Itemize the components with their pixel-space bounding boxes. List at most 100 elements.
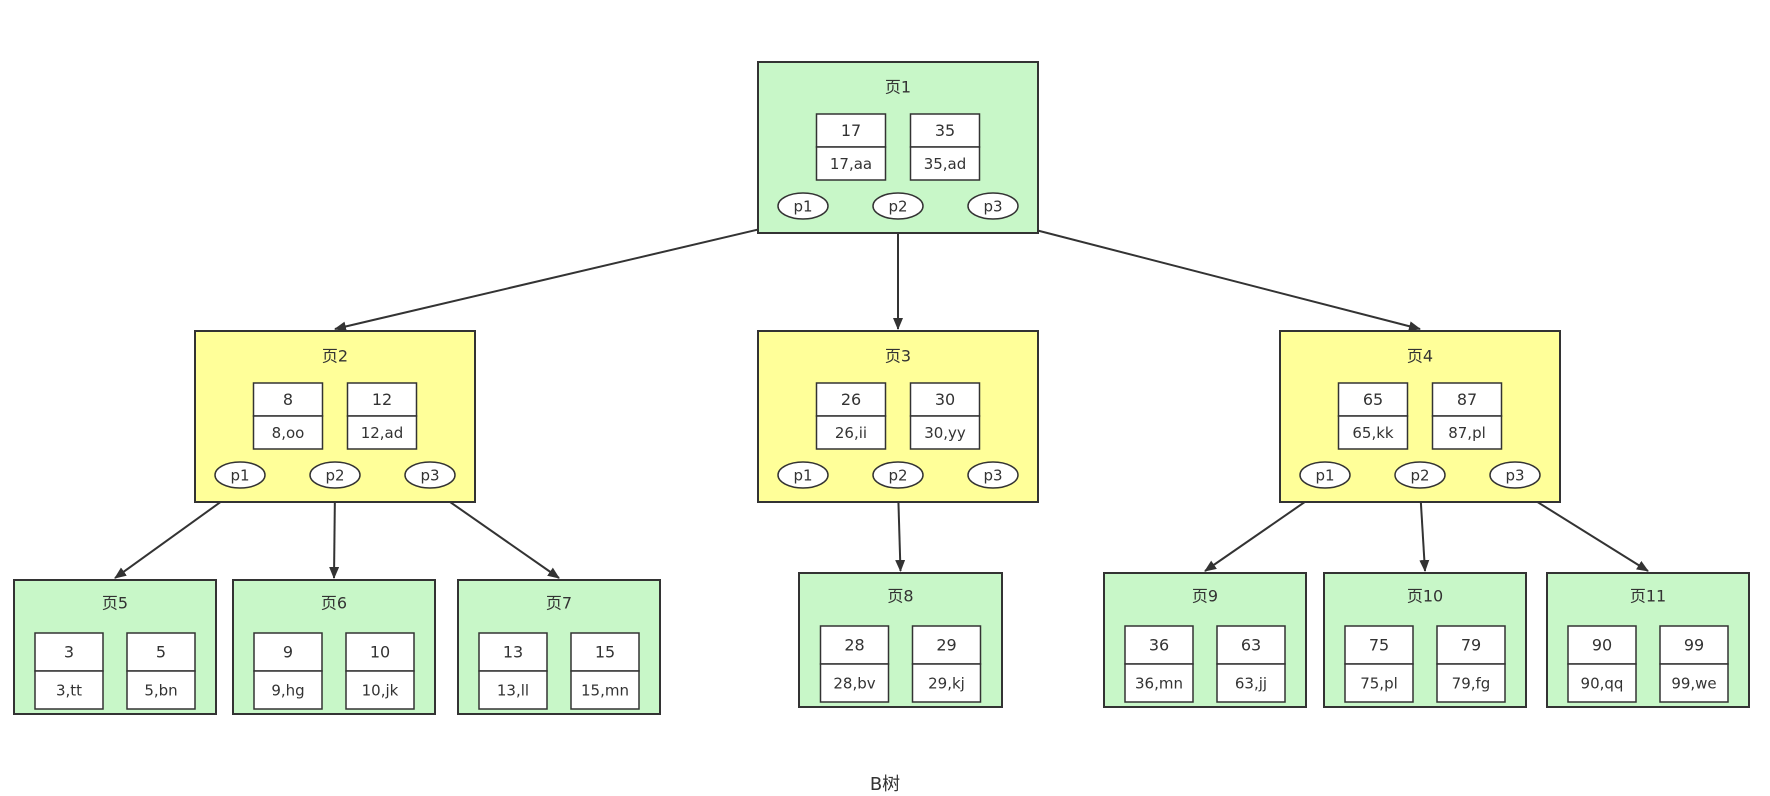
record-box <box>1337 415 1409 450</box>
record-box <box>909 146 981 181</box>
key-box <box>1344 625 1414 665</box>
pointer-label: p3 <box>1505 467 1524 485</box>
record-box <box>345 670 415 710</box>
pointer-label: p3 <box>983 467 1002 485</box>
key-box <box>909 113 981 148</box>
pointer-p3: p3 <box>404 461 456 489</box>
record-box <box>1124 663 1194 703</box>
key-cell: 55,bn <box>126 632 196 710</box>
key-label: 13 <box>503 643 523 662</box>
record-label: 9,hg <box>271 682 304 700</box>
pointer-ellipse <box>777 192 829 220</box>
record-label: 28,bv <box>833 675 875 693</box>
key-label: 30 <box>935 390 955 409</box>
record-box <box>1659 663 1729 703</box>
record-box <box>1344 663 1414 703</box>
pointer-p1: p1 <box>777 192 829 220</box>
pointer-ellipse <box>777 461 829 489</box>
record-label: 5,bn <box>144 682 177 700</box>
key-box <box>909 382 981 417</box>
key-label: 79 <box>1461 636 1481 655</box>
record-box <box>570 670 640 710</box>
pointer-label: p2 <box>888 198 907 216</box>
page-title: 页2 <box>322 347 348 366</box>
key-label: 12 <box>372 390 392 409</box>
record-box <box>911 663 982 703</box>
pointer-ellipse <box>404 461 456 489</box>
record-label: 10,jk <box>362 682 399 700</box>
pointer-p2: p2 <box>1394 461 1446 489</box>
key-label: 90 <box>1592 636 1612 655</box>
edge-page1-p3-page4 <box>992 218 1421 332</box>
pointer-label: p1 <box>793 467 812 485</box>
key-label: 3 <box>64 643 74 662</box>
record-label: 90,qq <box>1581 675 1624 693</box>
key-label: 26 <box>841 390 861 409</box>
pointer-ellipse <box>872 461 924 489</box>
page-title: 页6 <box>321 594 347 613</box>
page-title: 页1 <box>885 78 911 97</box>
record-box <box>126 670 196 710</box>
key-cell: 90 90,qq <box>1567 625 1637 703</box>
key-cell: 10 10,jk <box>345 632 415 710</box>
key-box <box>1436 625 1506 665</box>
page-title: 页5 <box>102 594 128 613</box>
pointer-ellipse <box>1299 461 1351 489</box>
key-box <box>815 113 887 148</box>
key-box <box>819 625 890 665</box>
pointer-p2: p2 <box>872 461 924 489</box>
record-box <box>1431 415 1503 450</box>
page-title: 页9 <box>1192 587 1218 606</box>
key-box <box>815 382 887 417</box>
key-label: 63 <box>1241 636 1261 655</box>
record-box <box>815 415 887 450</box>
pointer-ellipse <box>967 192 1019 220</box>
diagram-caption: B树 <box>869 774 901 795</box>
key-label: 29 <box>936 636 956 655</box>
key-label: 10 <box>370 643 390 662</box>
record-label: 99,we <box>1671 675 1716 693</box>
key-box <box>1124 625 1194 665</box>
key-label: 8 <box>283 390 293 409</box>
record-label: 12,ad <box>361 424 404 442</box>
key-cell: 13 13,ll <box>478 632 548 710</box>
record-label: 15,mn <box>581 682 629 700</box>
key-cell: 12 12,ad <box>346 382 418 450</box>
pointer-label: p3 <box>420 467 439 485</box>
record-label: 26,ii <box>835 424 867 442</box>
record-box <box>34 670 104 710</box>
pointer-ellipse <box>309 461 361 489</box>
pointer-ellipse <box>1394 461 1446 489</box>
pointer-label: p1 <box>230 467 249 485</box>
page-title: 页11 <box>1630 587 1666 606</box>
pointer-ellipse <box>967 461 1019 489</box>
edge-page1-p1-page2 <box>334 218 804 332</box>
key-cell: 26 26,ii <box>815 382 887 450</box>
page-title: 页7 <box>546 594 572 613</box>
page-title: 页10 <box>1407 587 1443 606</box>
key-box <box>34 632 104 672</box>
key-label: 87 <box>1457 390 1477 409</box>
key-label: 35 <box>935 121 955 140</box>
record-label: 13,ll <box>497 682 529 700</box>
key-box <box>1337 382 1409 417</box>
pointer-label: p2 <box>888 467 907 485</box>
key-box <box>1567 625 1637 665</box>
